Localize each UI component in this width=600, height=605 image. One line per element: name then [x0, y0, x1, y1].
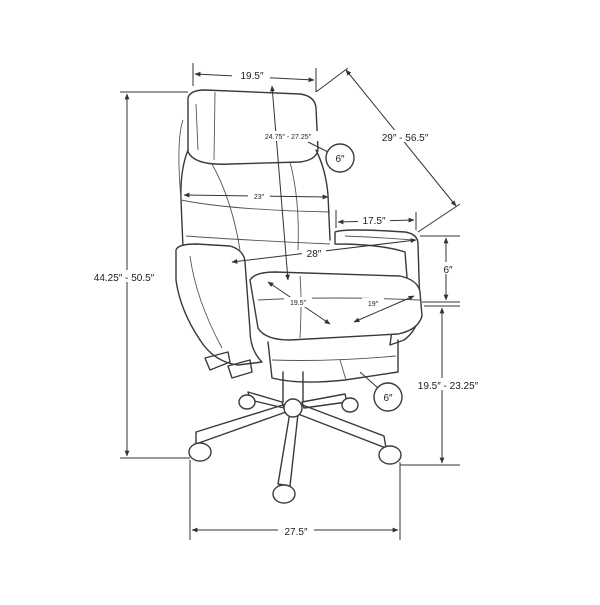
headrest — [187, 89, 319, 165]
gas-cylinder — [282, 371, 304, 403]
label-seat-depth: 19.5″ — [290, 300, 307, 307]
seat-cushion — [249, 271, 423, 341]
chair-drawing — [175, 89, 423, 504]
label-back-width: 23″ — [254, 194, 265, 201]
label-base-width: 27.5″ — [284, 527, 307, 538]
label-seat-height: 19.5″ - 23.25″ — [418, 381, 479, 392]
label-top-width: 19.5″ — [240, 71, 263, 82]
label-headrest-height: 24.75″ - 27.25″ — [265, 134, 312, 141]
label-seat-width-outer: 28″ — [307, 249, 322, 260]
footrest-callout-circle — [373, 382, 403, 412]
headrest-callout-circle — [325, 143, 355, 173]
casters — [188, 394, 402, 504]
dimension-labels: 19.5″ 29″ - 56.5″ 24.75″ - 27.25″ 6″ 23″… — [86, 68, 486, 538]
left-armrest — [175, 243, 263, 366]
label-seat-width-inner: 19″ — [368, 301, 379, 308]
label-diagonal-depth: 29″ - 56.5″ — [382, 133, 429, 144]
label-headrest-callout: 6″ — [335, 154, 345, 165]
label-arm-height: 6″ — [443, 265, 453, 276]
label-arm-depth: 17.5″ — [362, 216, 385, 227]
label-footrest-callout: 6″ — [383, 393, 393, 404]
label-total-height: 44.25″ - 50.5″ — [94, 273, 155, 284]
tilt-lever — [204, 351, 253, 379]
footrest — [267, 339, 399, 383]
